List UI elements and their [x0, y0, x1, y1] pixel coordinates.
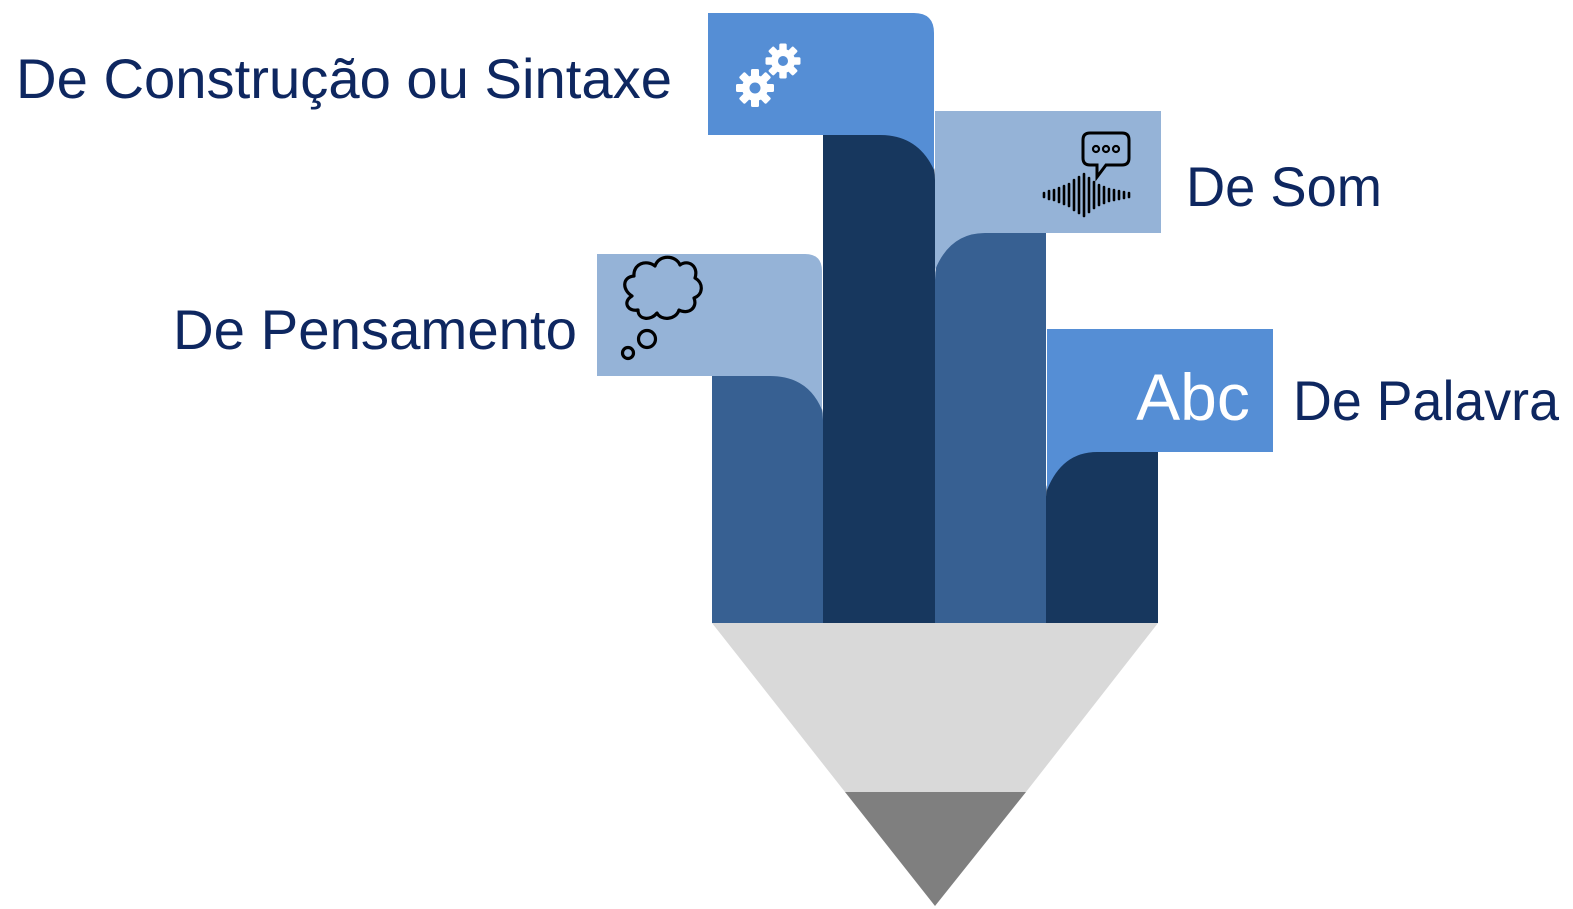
label-pensamento: De Pensamento	[173, 298, 577, 361]
thought-bubble-icon	[620, 255, 703, 361]
abc-icon: Abc	[1136, 360, 1250, 434]
pencil-lead-tip	[845, 792, 1026, 906]
label-construcao: De Construção ou Sintaxe	[16, 47, 672, 110]
bar-pensamento	[712, 376, 823, 623]
tab-palavra	[1047, 329, 1273, 490]
tab-pensamento	[597, 254, 822, 410]
gears-icon	[736, 43, 801, 107]
tab-construcao	[708, 13, 934, 170]
bar-palavra	[1046, 452, 1158, 623]
label-som: De Som	[1186, 155, 1382, 218]
bar-som	[935, 233, 1046, 623]
pencil-wood-tip	[712, 623, 1158, 792]
bar-construcao	[823, 135, 935, 623]
label-palavra: De Palavra	[1293, 369, 1560, 432]
speech-sound-wave-icon	[1042, 131, 1131, 218]
